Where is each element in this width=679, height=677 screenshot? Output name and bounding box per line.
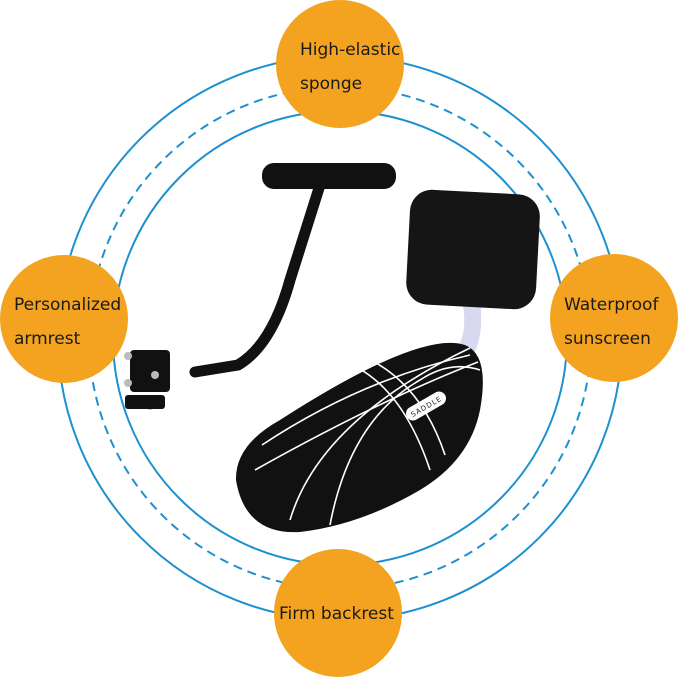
seat: SADDLE	[235, 189, 540, 533]
feature-badge-right	[550, 254, 678, 382]
label-line: armrest	[14, 329, 81, 349]
feature-label-top: High-elastic sponge	[300, 33, 400, 101]
label-line: sunscreen	[564, 329, 651, 349]
feature-badge-top	[276, 0, 404, 128]
feature-badge-bottom	[274, 549, 402, 677]
label-line: High-elastic	[300, 40, 401, 60]
feature-label-bottom: Firm backrest	[279, 597, 394, 631]
label-line: Firm backrest	[279, 604, 394, 624]
feature-badge-left	[0, 255, 128, 383]
outer-ring	[57, 55, 623, 621]
feature-label-right: Waterproof sunscreen	[564, 288, 658, 356]
label-line: Personalized	[14, 295, 122, 315]
armrest	[124, 163, 396, 410]
label-line: Waterproof	[564, 295, 659, 315]
feature-label-left: Personalized armrest	[14, 288, 121, 356]
label-line: sponge	[300, 74, 363, 94]
